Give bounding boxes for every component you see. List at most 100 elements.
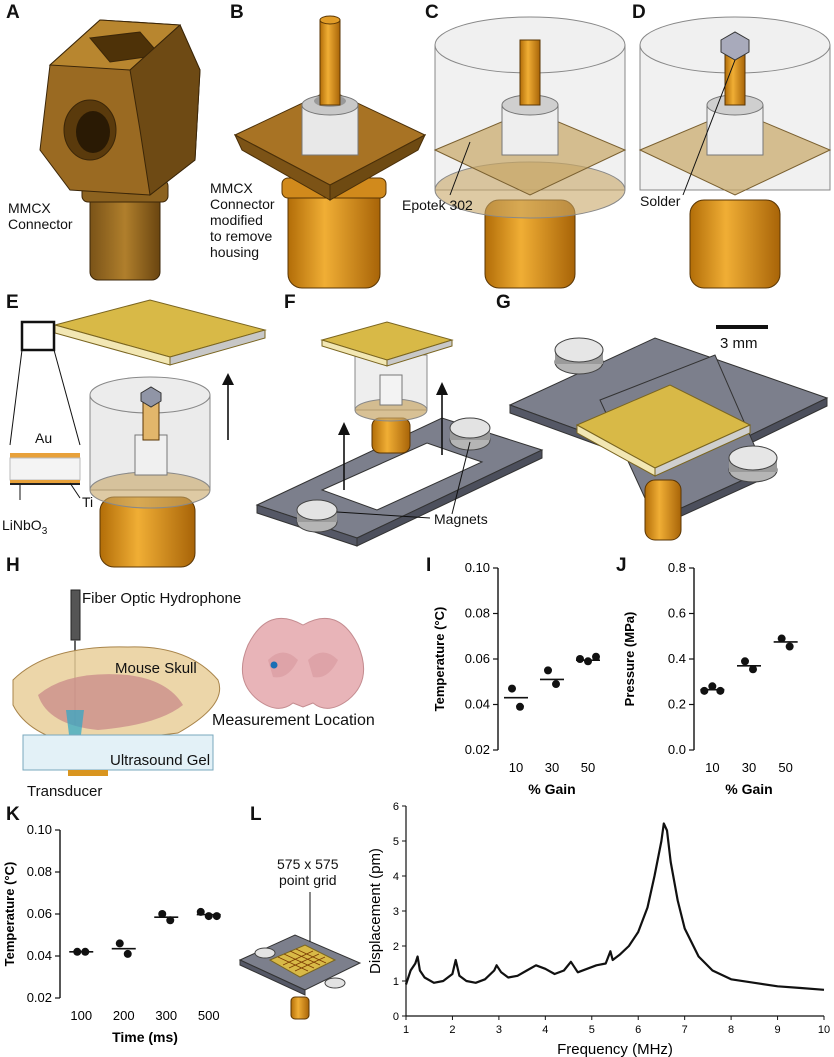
- panel-letter-i: I: [426, 555, 432, 576]
- mmcx-connector-label: MMCX Connector: [8, 200, 73, 233]
- x-axis-label: % Gain: [528, 781, 575, 797]
- panel-letter-f: F: [284, 292, 296, 313]
- scale-bar: [716, 325, 768, 329]
- scale-bar-label: 3 mm: [720, 335, 758, 352]
- displacement-series-line: [404, 822, 825, 991]
- data-point: [158, 910, 167, 918]
- data-point: [544, 666, 552, 675]
- magnet-frame-illustration: [255, 321, 544, 547]
- data-point: [785, 642, 794, 651]
- x-tick-label: 6: [635, 1024, 641, 1036]
- x-tick-label: 3: [496, 1024, 502, 1036]
- vibrometry-device-illustration: [238, 934, 362, 1020]
- data-point: [741, 657, 749, 666]
- solder-label: Solder: [640, 193, 681, 209]
- panel-letter-h: H: [6, 555, 20, 576]
- y-tick-label: 0.10: [27, 822, 52, 837]
- transducer-label: Transducer: [27, 783, 103, 800]
- data-point: [204, 912, 213, 921]
- y-tick-label: 4: [393, 871, 399, 883]
- data-point: [777, 634, 786, 643]
- y-tick-label: 1: [393, 976, 399, 988]
- panel-letter-b: B: [230, 2, 244, 23]
- data-point: [212, 912, 221, 921]
- y-tick-label: 0.8: [668, 560, 686, 575]
- y-tick-label: 0: [393, 1011, 399, 1023]
- data-point: [516, 702, 524, 711]
- y-tick-label: 0.4: [668, 651, 686, 666]
- y-tick-label: 0.08: [27, 864, 52, 879]
- y-tick-label: 6: [393, 801, 399, 813]
- ti-layer-label: Ti: [82, 494, 94, 510]
- ultrasound-gel-label: Ultrasound Gel: [110, 752, 211, 769]
- x-tick-label: 7: [682, 1024, 688, 1036]
- magnets-label: Magnets: [434, 511, 488, 527]
- y-tick-label: 0.06: [27, 906, 52, 921]
- x-tick-label: 500: [198, 1008, 220, 1023]
- x-tick-label: 5: [589, 1024, 595, 1036]
- y-axis-label: Displacement (pm): [367, 848, 384, 974]
- point-grid-label: 575 x 575 point grid: [277, 856, 339, 889]
- solder-leader-line: [682, 59, 736, 196]
- data-point: [166, 916, 175, 925]
- y-tick-label: 5: [393, 836, 399, 848]
- data-point: [584, 657, 592, 666]
- data-point: [708, 682, 717, 691]
- x-tick-label: 30: [545, 760, 559, 775]
- epoxy-cylinder-illustration: [433, 16, 627, 289]
- point-grid-leader-line: [309, 892, 311, 942]
- linbo3-layer-label: LiNbO3: [2, 517, 48, 537]
- au-layer-label: Au: [35, 430, 53, 446]
- panel-letter-j: J: [616, 555, 627, 576]
- panel-letter-k: K: [6, 804, 20, 825]
- y-tick-label: 2: [393, 941, 399, 953]
- x-tick-label: 30: [742, 760, 756, 775]
- assembled-device-illustration: [508, 337, 829, 541]
- y-tick-label: 0.02: [27, 990, 52, 1005]
- panel-letter-e: E: [6, 292, 19, 313]
- hydrophone-label: Fiber Optic Hydrophone: [82, 590, 242, 607]
- y-tick-label: 0.06: [465, 651, 490, 666]
- x-tick-label: 10: [818, 1024, 830, 1036]
- x-tick-label: 100: [70, 1008, 92, 1023]
- x-tick-label: 50: [581, 760, 595, 775]
- x-tick-label: 50: [778, 760, 792, 775]
- data-point: [749, 665, 757, 674]
- data-point: [700, 686, 709, 695]
- panel-letter-g: G: [496, 292, 511, 313]
- x-tick-label: 200: [113, 1008, 135, 1023]
- x-tick-label: 10: [705, 760, 719, 775]
- x-tick-label: 2: [449, 1024, 455, 1036]
- hydrophone-setup-illustration: [12, 589, 365, 776]
- x-tick-label: 300: [155, 1008, 177, 1023]
- y-tick-label: 0.04: [465, 697, 490, 712]
- y-tick-label: 0.04: [27, 948, 52, 963]
- mmcx-connector-illustration: [39, 19, 201, 281]
- data-point: [716, 686, 725, 695]
- epotek-leader-line: [449, 141, 471, 196]
- x-tick-label: 10: [509, 760, 523, 775]
- panel-letter-d: D: [632, 2, 646, 23]
- y-tick-label: 0.02: [465, 742, 490, 757]
- y-tick-label: 0.08: [465, 606, 490, 621]
- data-point: [123, 949, 132, 958]
- y-tick-label: 3: [393, 906, 399, 918]
- solder-cylinder-illustration: [638, 16, 832, 289]
- data-point: [552, 680, 560, 689]
- panel-letter-a: A: [6, 2, 20, 23]
- panel-letter-l: L: [250, 804, 262, 825]
- y-tick-label: 0.2: [668, 697, 686, 712]
- panel-letter-c: C: [425, 2, 439, 23]
- x-tick-label: 9: [774, 1024, 780, 1036]
- y-tick-label: 0.6: [668, 606, 686, 621]
- x-axis-label: Frequency (MHz): [557, 1041, 673, 1057]
- y-tick-label: 0.10: [465, 560, 490, 575]
- modified-mmcx-label: MMCX Connector modified to remove housin…: [210, 180, 275, 261]
- data-point: [115, 939, 124, 948]
- x-axis-label: Time (ms): [112, 1029, 178, 1045]
- x-tick-label: 4: [542, 1024, 548, 1036]
